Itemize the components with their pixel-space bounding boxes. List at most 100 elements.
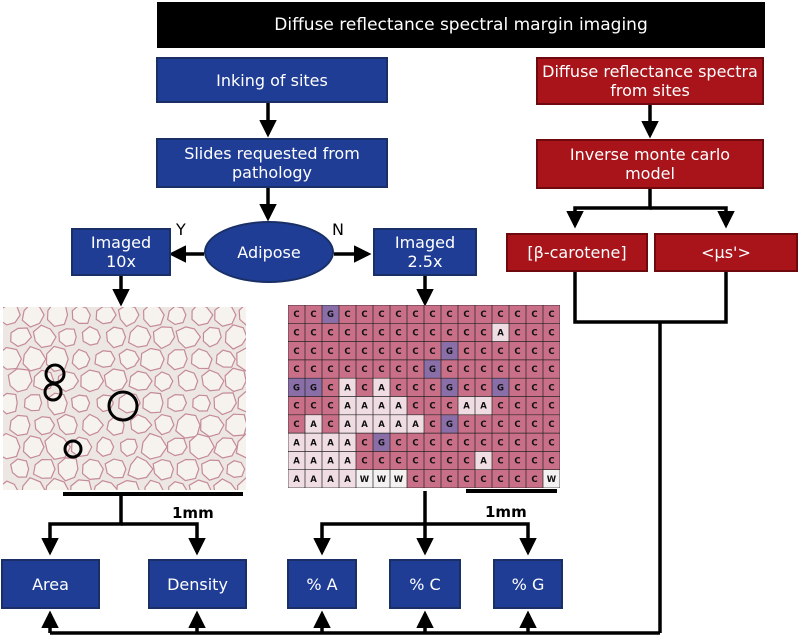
grid-cell-label: G — [497, 383, 504, 393]
grid-cell — [339, 469, 357, 488]
node-density-label: Density — [167, 574, 228, 594]
adipocyte-cell — [191, 307, 214, 326]
grid-cell-label: C — [429, 420, 435, 430]
grid-cell-label: A — [293, 438, 300, 448]
grid-cell — [305, 414, 323, 434]
grid-cell-label: G — [293, 383, 300, 393]
adipocyte-cell — [144, 479, 164, 490]
grid-cell-label: C — [378, 310, 384, 320]
adipocyte-cell — [168, 481, 188, 490]
grid-cell-label: C — [531, 310, 537, 320]
adipocyte-cell — [236, 477, 246, 490]
cell-marker — [43, 382, 63, 402]
grid-cell — [373, 414, 391, 434]
grid-cell — [509, 323, 527, 343]
adipocyte-cell — [9, 414, 31, 437]
grid-cell-label: A — [310, 457, 317, 467]
adipocyte-cell — [202, 326, 222, 348]
grid-cell-label: C — [412, 329, 418, 339]
grid-cell — [475, 359, 493, 379]
grid-cell — [458, 305, 476, 324]
grid-cell-label: C — [497, 457, 503, 467]
grid-cell-label: C — [514, 420, 520, 430]
grid-cell-label: A — [344, 438, 351, 448]
grid-cell — [322, 396, 340, 416]
adipocyte-cell — [23, 394, 43, 412]
grid-cell-label: C — [412, 310, 418, 320]
adipocyte-cell — [44, 432, 72, 461]
adipocyte-cell — [154, 371, 174, 393]
adipocyte-cell — [237, 390, 246, 413]
grid-cell-label: C — [446, 329, 452, 339]
grid-cell — [526, 305, 544, 324]
grid-cell-label: C — [395, 457, 401, 467]
grid-cell-label: C — [327, 329, 333, 339]
adipocyte-cell — [129, 414, 153, 435]
grid-cell — [475, 433, 493, 452]
adipocyte-cell — [94, 350, 116, 368]
grid-cell-label: C — [429, 402, 435, 412]
grid-cell-label: A — [378, 402, 385, 412]
node-carotene-label: [β-carotene] — [527, 243, 627, 262]
grid-cell — [339, 451, 357, 471]
node-pct-a: % A — [287, 559, 357, 609]
cell-marker — [63, 439, 83, 459]
grid-cell-label: C — [429, 347, 435, 357]
grid-cell-label: C — [548, 347, 554, 357]
grid-cell-label: C — [548, 365, 554, 375]
grid-cell — [543, 433, 560, 452]
grid-cell-label: C — [429, 438, 435, 448]
grid-cell-label: C — [378, 347, 384, 357]
grid-cell — [356, 414, 374, 434]
grid-cell-label: C — [412, 365, 418, 375]
grid-cell-label: C — [480, 420, 486, 430]
node-area: Area — [1, 559, 100, 609]
adipocyte-cell — [152, 458, 175, 481]
grid-cell-label: C — [463, 329, 469, 339]
grid-cell-label: C — [395, 438, 401, 448]
grid-cell — [288, 378, 306, 397]
grid-cell-label: C — [514, 438, 520, 448]
grid-cell-label: A — [327, 457, 334, 467]
grid-cell — [356, 469, 374, 488]
grid-cell — [441, 305, 459, 324]
adipocyte-cell — [21, 476, 46, 490]
grid-cell — [339, 433, 357, 452]
grid-cell-label: C — [548, 329, 554, 339]
adipocyte-cell — [80, 369, 105, 393]
grid-cell-label: C — [293, 347, 299, 357]
grid-cell-label: G — [446, 383, 453, 393]
grid-cell — [424, 433, 442, 452]
grid-cell — [526, 323, 544, 343]
grid-cell — [441, 341, 459, 361]
grid-cell — [407, 469, 425, 488]
grid-cell — [509, 378, 527, 397]
grid-cell — [407, 433, 425, 452]
grid-cell-label: C — [395, 310, 401, 320]
grid-cell — [356, 305, 374, 324]
grid-cell-label: C — [548, 402, 554, 412]
grid-cell — [509, 305, 527, 324]
grid-cell-label: C — [412, 457, 418, 467]
grid-cell-label: C — [480, 347, 486, 357]
grid-cell — [441, 378, 459, 397]
adipocyte-cell — [142, 391, 164, 414]
grid-cell-label: C — [514, 402, 520, 412]
grid-cell — [458, 433, 476, 452]
grid-cell — [390, 469, 408, 488]
grid-cell — [322, 378, 340, 397]
grid-cell-label: A — [344, 402, 351, 412]
grid-cell — [288, 323, 306, 343]
adipocyte-cell — [70, 479, 92, 490]
grid-cell — [424, 323, 442, 343]
grid-cell — [543, 341, 560, 361]
grid-cell — [543, 469, 560, 488]
grid-cell — [475, 305, 493, 324]
grid-cell — [407, 451, 425, 471]
grid-cell — [390, 451, 408, 471]
grid-cell — [390, 323, 408, 343]
grid-cell-label: A — [327, 475, 334, 485]
grid-cell-label: C — [293, 310, 299, 320]
grid-cell-label: C — [497, 438, 503, 448]
